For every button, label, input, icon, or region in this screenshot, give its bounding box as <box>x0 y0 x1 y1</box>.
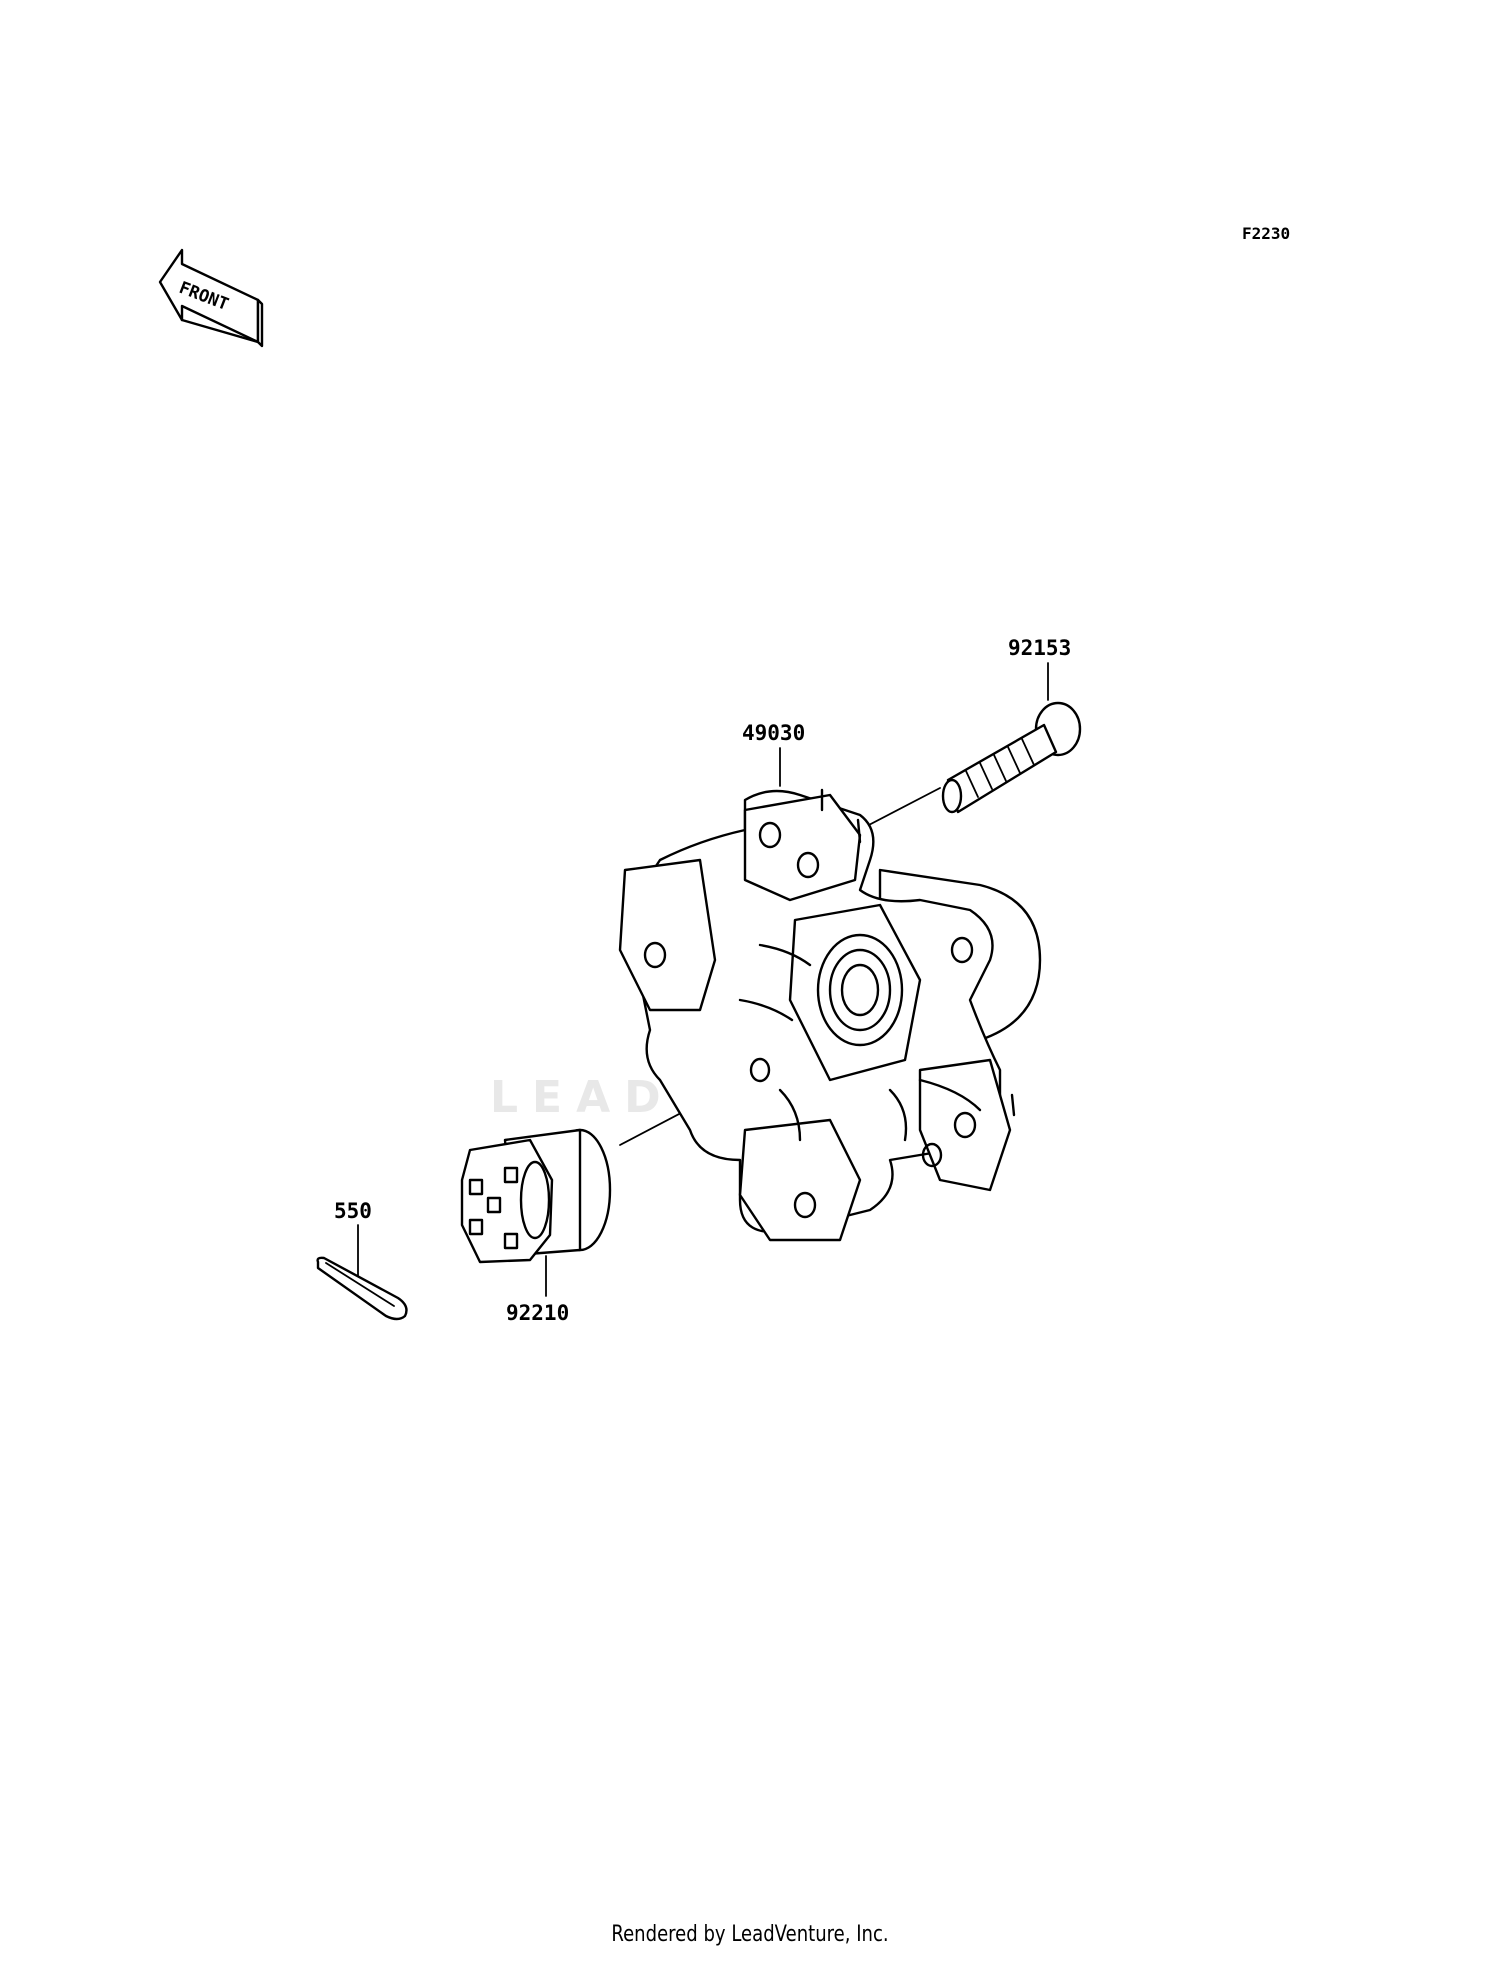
cotter-pin-icon <box>316 1256 408 1321</box>
part-callout-92210: 92210 <box>506 1301 569 1325</box>
diagram-code: F2230 <box>1242 224 1290 243</box>
part-callout-92153: 92153 <box>1008 636 1071 660</box>
wheel-hub-icon <box>618 788 1042 1242</box>
part-callout-550: 550 <box>334 1199 372 1223</box>
front-direction-arrow-icon: FRONT <box>158 248 264 348</box>
castle-nut-icon <box>460 1128 612 1264</box>
part-callout-49030: 49030 <box>742 721 805 745</box>
hub-stud-icon <box>941 701 1082 814</box>
footer-credit: Rendered by LeadVenture, Inc. <box>611 1922 889 1947</box>
